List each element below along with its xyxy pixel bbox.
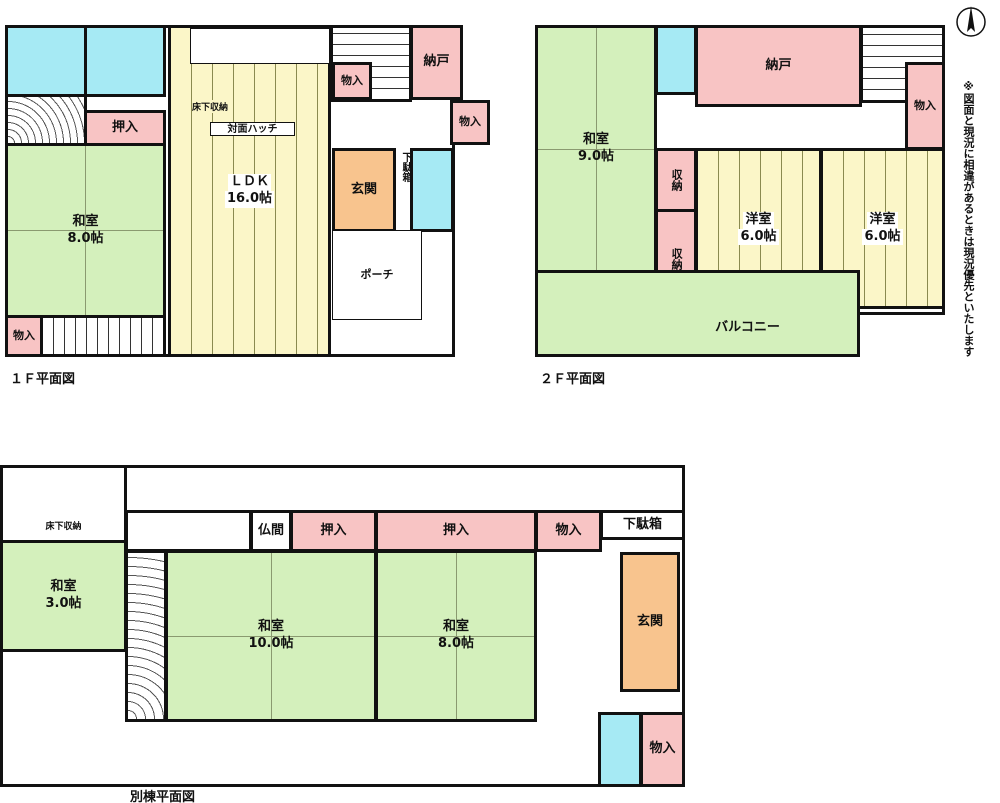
size: 16.0帖 (224, 191, 275, 208)
label: 仏間 (257, 522, 284, 538)
1f-monoire-b: 物入 (332, 62, 372, 100)
label: 物入 (341, 73, 363, 87)
label: 収納 (670, 248, 684, 270)
label: 納戸 (423, 54, 450, 70)
balcony: バルコニー (535, 270, 860, 357)
label: 物入 (914, 98, 936, 112)
annex-getabako: 下駄箱 (600, 510, 685, 540)
label: 納戸 (765, 57, 792, 73)
annex-toilet (598, 712, 642, 787)
1f-monoire-a: 物入 (5, 315, 43, 357)
annex-deck (125, 550, 167, 722)
label: 対面ハッチ (227, 123, 278, 135)
annex-kitchen: 床下収納 (0, 465, 127, 543)
annex-monoire-a: 物入 (535, 510, 602, 552)
1f-monoire-c: 物入 (450, 100, 490, 145)
disclaimer-note: ※図面と現況に相違があるときは現況優先といたします (962, 80, 975, 357)
1f-nando: 納戸 (410, 25, 463, 100)
2f-shuno-a: 収納 (655, 148, 697, 212)
label: 物入 (13, 328, 35, 342)
annex-title: 別棟平面図 (130, 790, 196, 803)
label: 物入 (459, 115, 481, 129)
label: 玄関 (350, 181, 377, 197)
label: 洋室 (867, 211, 898, 229)
label: 押入 (442, 522, 469, 538)
underfloor-label: 床下収納 (192, 100, 229, 113)
size: 6.0帖 (862, 228, 903, 246)
size: 8.0帖 (437, 636, 475, 651)
label: 和室 (50, 579, 77, 595)
1f-toilet (410, 148, 454, 232)
label: 下駄箱 (622, 516, 662, 532)
porch: ポーチ (332, 230, 422, 320)
size: 8.0帖 (67, 230, 104, 246)
annex-oshiire-a: 押入 (290, 510, 377, 552)
size: 6.0帖 (738, 228, 779, 246)
label: ＬＤＫ (227, 174, 271, 191)
label: 収納 (670, 169, 684, 191)
1f-oshiire: 押入 (84, 110, 166, 146)
floor1-title: １Ｆ平面図 (10, 372, 76, 387)
bathroom (5, 25, 87, 97)
label: 物入 (555, 522, 582, 538)
size: 10.0帖 (248, 636, 294, 651)
label: 玄関 (636, 613, 663, 629)
1f-engawa (40, 315, 166, 357)
annex-monoire-b: 物入 (640, 712, 685, 787)
annex-oshiire-b: 押入 (375, 510, 537, 552)
1f-genkan: 玄関 (332, 148, 396, 232)
label: ポーチ (360, 267, 394, 281)
label: 和室 (442, 619, 469, 635)
floor2-title: ２Ｆ平面図 (540, 372, 606, 387)
annex-genkan: 玄関 (620, 552, 680, 692)
wood-deck (5, 94, 87, 146)
butsuma: 仏間 (250, 510, 292, 552)
label: 和室 (72, 213, 99, 229)
getabako: 下駄箱 (400, 152, 411, 182)
label: 洋室 (743, 211, 774, 229)
label: 押入 (111, 119, 138, 135)
label: 押入 (320, 522, 347, 538)
2f-monoire: 物入 (905, 62, 945, 150)
hatch: 対面ハッチ (210, 122, 295, 136)
size: 9.0帖 (577, 149, 615, 164)
2f-toilet (655, 25, 697, 95)
kitchen-counter (190, 28, 330, 64)
label: バルコニー (715, 320, 780, 336)
label: 和室 (582, 132, 609, 148)
label: 和室 (257, 619, 284, 635)
annex-hall (125, 510, 252, 552)
label: 物入 (649, 741, 676, 757)
underfloor-label: 床下収納 (45, 522, 82, 533)
washroom (84, 25, 166, 97)
2f-nando: 納戸 (695, 25, 862, 107)
size: 3.0帖 (45, 596, 82, 611)
north-arrow-icon (956, 6, 986, 37)
